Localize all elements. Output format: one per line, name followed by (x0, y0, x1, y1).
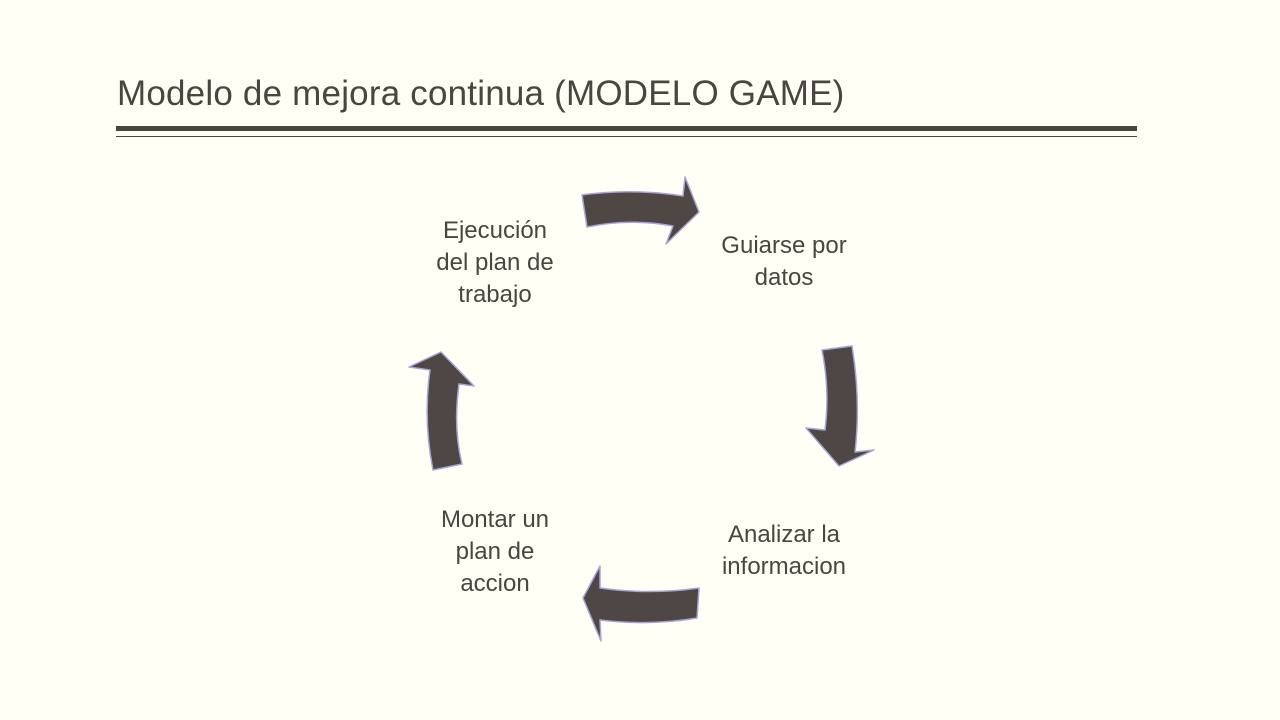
node-line: del plan de (436, 249, 554, 276)
node-line: Ejecución (442, 217, 548, 244)
title-divider-thin (116, 136, 1137, 137)
node-line: informacion (721, 553, 847, 580)
node-line: Analizar la (727, 521, 841, 548)
curved-arrow-right-icon (581, 176, 700, 245)
node-line: Montar un (440, 506, 550, 533)
node-ejecucion-del-plan-de-trabajo: Ejecución del plan de trabajo (405, 215, 585, 311)
node-montar-un-plan-de-accion: Montar un plan de accion (405, 504, 585, 600)
node-analizar-la-informacion: Analizar la informacion (694, 519, 874, 583)
node-guiarse-por-datos: Guiarse por datos (694, 230, 874, 294)
node-line: trabajo (458, 281, 532, 308)
node-line: plan de (455, 538, 535, 565)
curved-arrow-up-icon (408, 351, 475, 471)
title-divider-thick (116, 126, 1137, 131)
node-line: accion (460, 570, 530, 597)
curved-arrow-left-icon (582, 565, 700, 642)
node-line: Guiarse por (721, 232, 847, 259)
page-title: Modelo de mejora continua (MODELO GAME) (117, 74, 845, 113)
curved-arrow-down-icon (805, 345, 875, 467)
node-line: datos (754, 264, 814, 291)
